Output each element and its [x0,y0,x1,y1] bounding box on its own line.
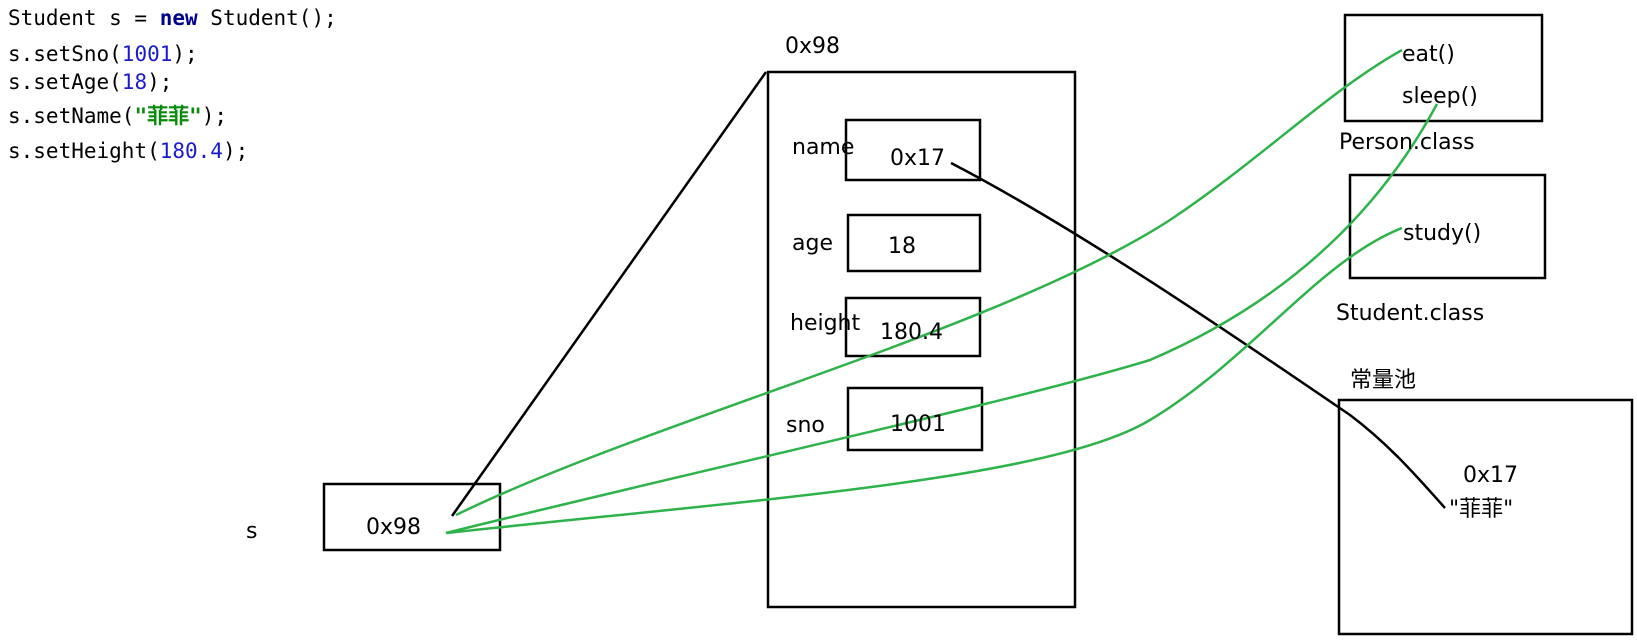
stack-var-value: 0x98 [366,515,422,540]
age-field-value: 18 [888,234,916,259]
height-field-label: height [790,311,861,336]
name-to-constant-pool-line [950,161,1446,509]
code-line-set-name: s.setName("菲菲"); [8,104,228,128]
height-field-box [844,296,982,358]
code-line-new-student: Student s = new Student(); [8,6,337,30]
study-method: study() [1403,221,1482,246]
person-class-label: Person.class [1339,130,1475,155]
eat-method: eat() [1402,42,1455,67]
sno-field-value: 1001 [890,412,946,437]
to-eat-method-line [455,48,1403,517]
name-field-label: name [792,135,855,160]
sno-field-box [846,386,984,452]
stack-to-heap-line [450,71,768,517]
to-sleep-method-line [445,103,1439,535]
name-field-box [844,118,982,182]
code-line-set-age: s.setAge(18); [8,70,173,94]
constant-pool-box [1337,398,1634,636]
constant-pool-label: 常量池 [1350,368,1417,393]
stack-var-box [322,482,502,552]
student-class-box [1348,173,1547,280]
sno-field-label: sno [786,413,825,438]
stack-var-name: s [246,519,258,544]
constant-pool-address: 0x17 [1463,463,1519,488]
heap-object-address: 0x98 [785,34,841,59]
code-line-set-height: s.setHeight(180.4); [8,139,249,163]
height-field-value: 180.4 [880,320,943,345]
name-field-value: 0x17 [890,146,946,171]
code-line-set-sno: s.setSno(1001); [8,42,198,66]
student-class-label: Student.class [1336,301,1485,326]
to-study-method-line [445,226,1403,535]
constant-pool-value: "菲菲" [1449,497,1514,522]
sleep-method: sleep() [1402,84,1478,109]
heap-object-box [766,70,1077,609]
person-class-box [1343,13,1544,123]
age-field-box [846,213,982,273]
age-field-label: age [792,231,833,256]
